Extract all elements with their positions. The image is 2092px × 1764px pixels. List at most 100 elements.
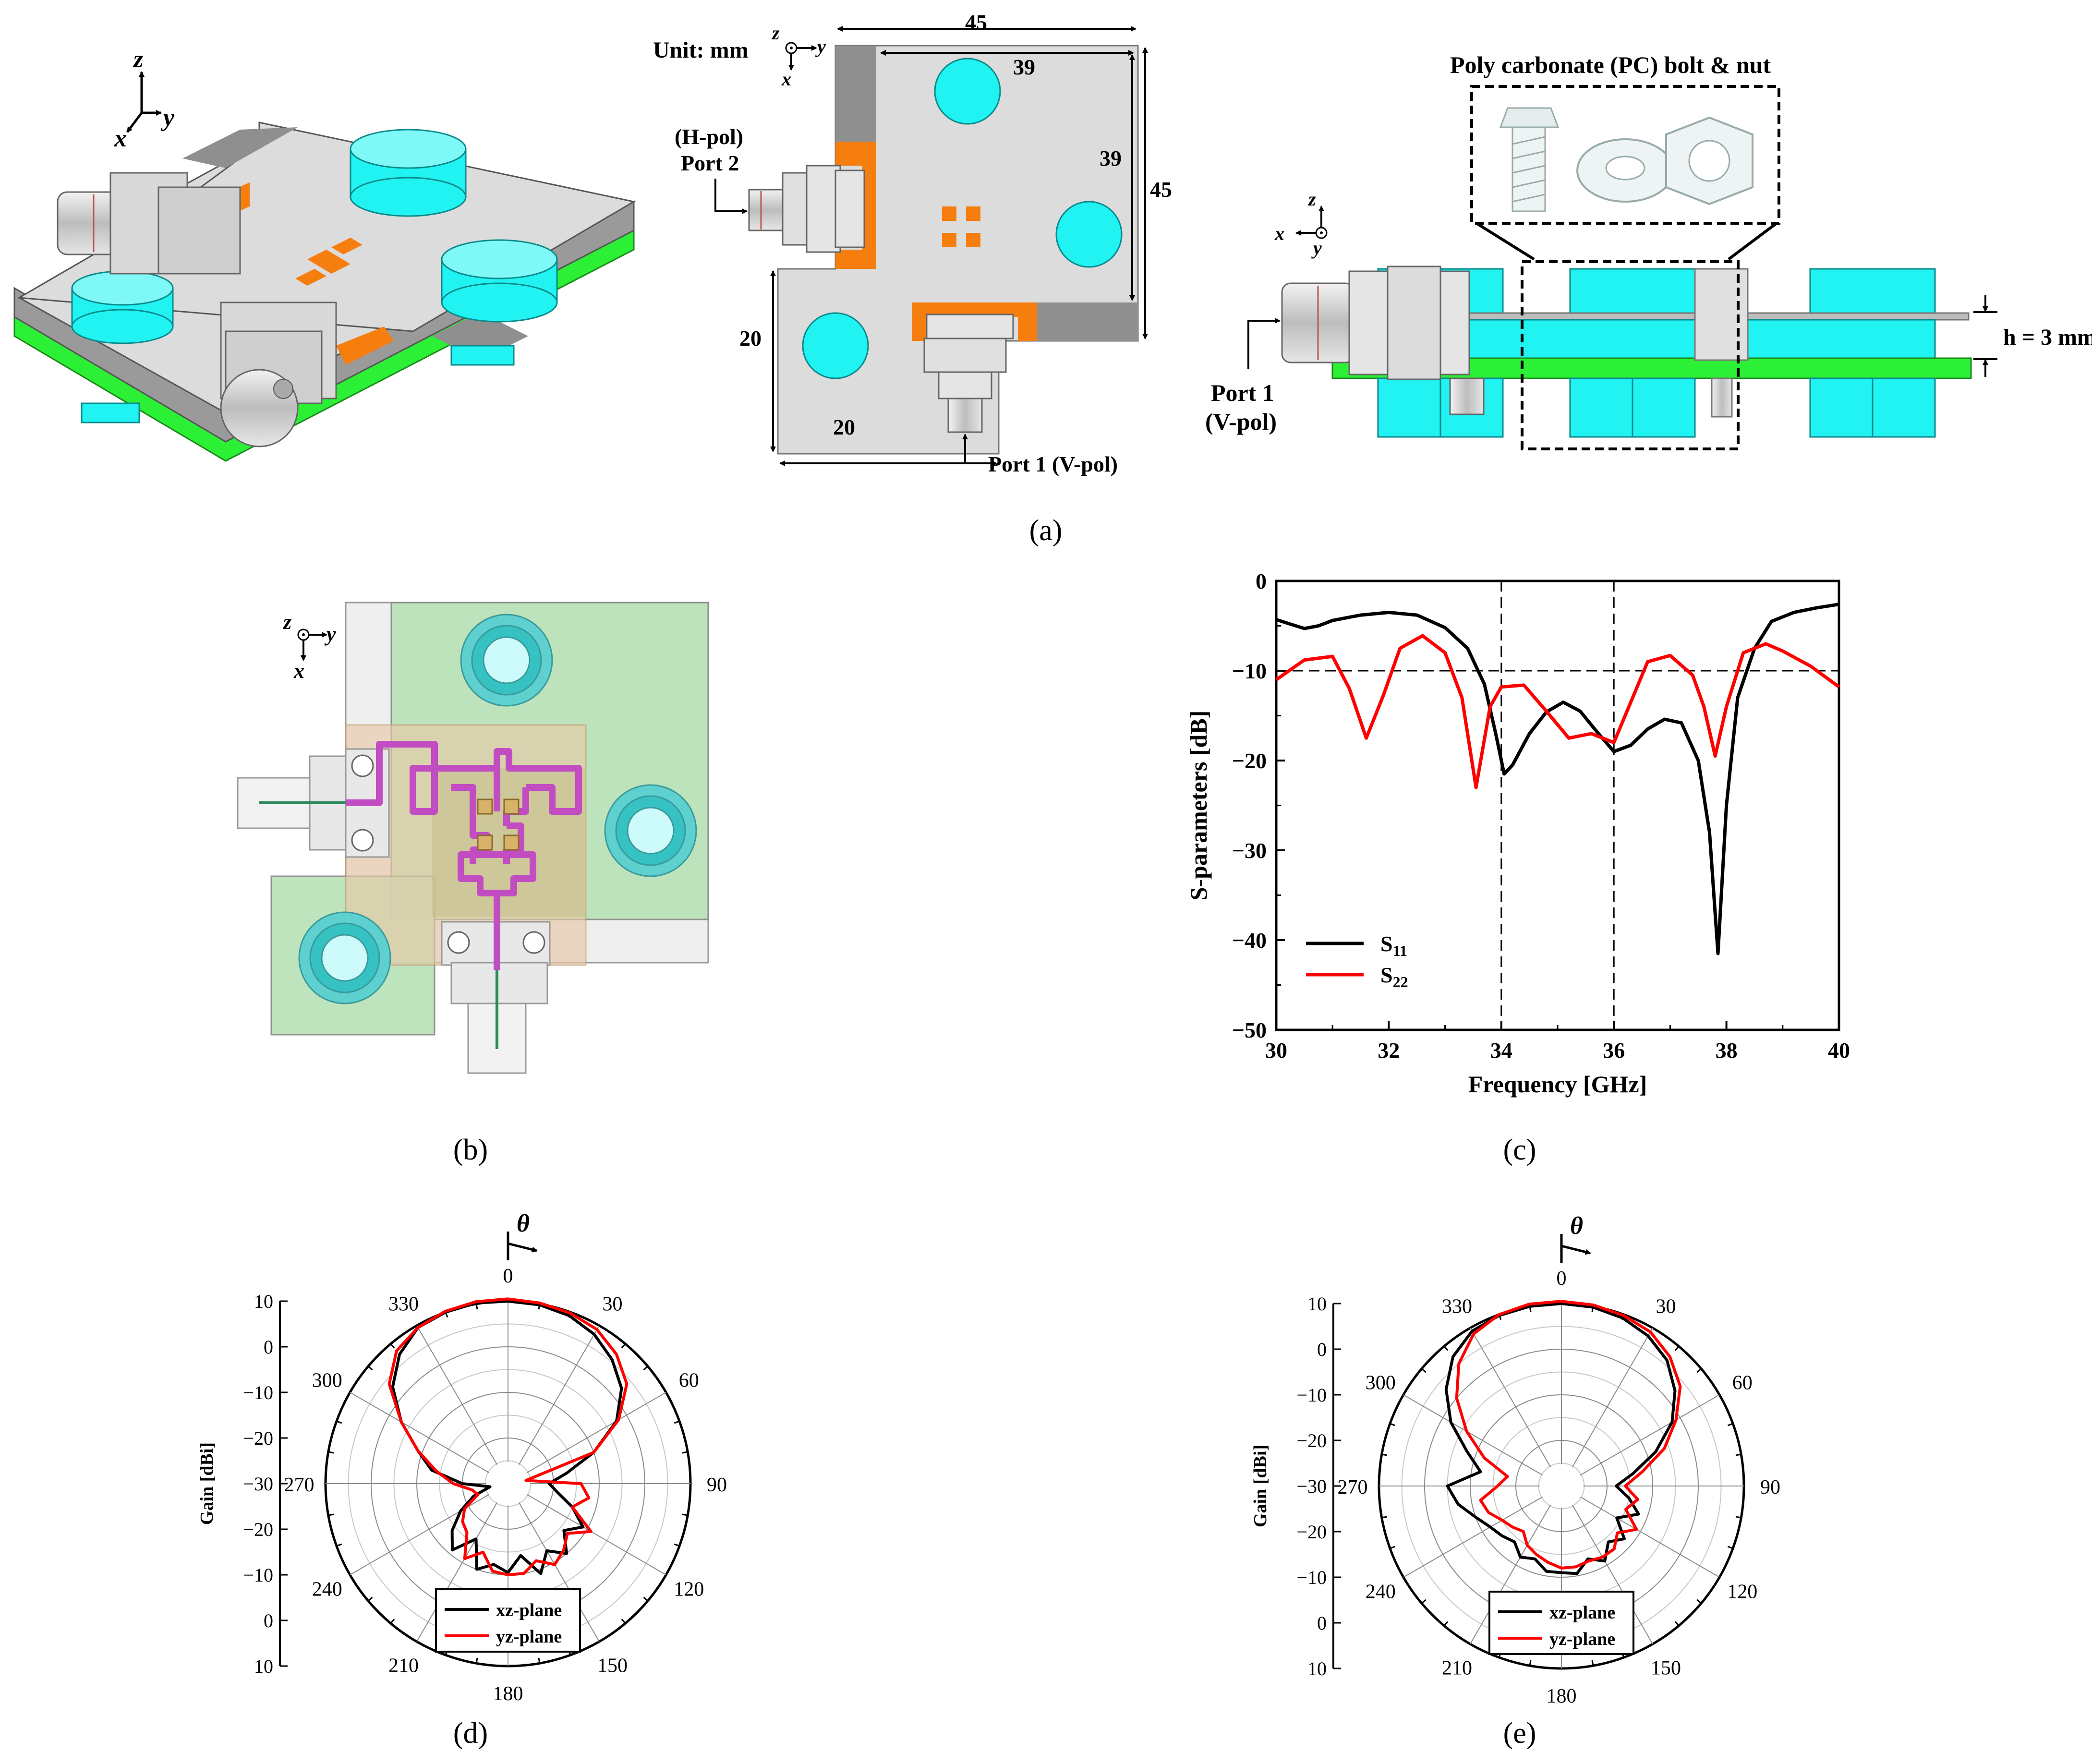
polar-spoke bbox=[1403, 1496, 1543, 1578]
axis-y-label: y bbox=[815, 36, 826, 57]
legend-label: S22 bbox=[1380, 963, 1408, 991]
radial-tick-label: 10 bbox=[254, 1655, 273, 1677]
caption-b: (b) bbox=[453, 1134, 488, 1166]
dimensions-top bbox=[770, 26, 1148, 466]
polar-minor-tick bbox=[1735, 1453, 1741, 1456]
angle-label: 210 bbox=[1442, 1657, 1472, 1679]
pc-bolt bbox=[1499, 107, 1560, 212]
patch-array-top bbox=[942, 206, 980, 247]
polar-spoke bbox=[518, 1325, 600, 1465]
axis-y-label: y bbox=[1311, 237, 1322, 259]
axis-y-label: y bbox=[324, 622, 336, 646]
connector-port2-iso bbox=[57, 172, 241, 275]
axis-triad-side: z x y bbox=[1274, 188, 1328, 259]
angle-label: 180 bbox=[1547, 1685, 1577, 1707]
hpol-label-2: Port 2 bbox=[681, 151, 739, 175]
inset-leader-left bbox=[1475, 222, 1535, 261]
axis-z-label: z bbox=[771, 22, 780, 44]
polar-minor-tick bbox=[1674, 1621, 1680, 1627]
polar-legend-label: xz-plane bbox=[496, 1600, 562, 1620]
bolt-title: Poly carbonate (PC) bolt & nut bbox=[1450, 51, 1771, 78]
polar-minor-tick bbox=[538, 1657, 541, 1664]
polar-chart-d: 0306090120150180210240270300330100−10−20… bbox=[197, 1210, 727, 1705]
polar-y-label: Gain [dBi] bbox=[197, 1442, 217, 1525]
angle-label: 30 bbox=[603, 1293, 623, 1315]
angle-label: 300 bbox=[1366, 1372, 1396, 1394]
angle-label: 240 bbox=[312, 1579, 342, 1601]
dim-39-right: 39 bbox=[1100, 146, 1122, 170]
x-tick-label: 30 bbox=[1265, 1038, 1287, 1063]
axis-triad-layout: z y x bbox=[282, 610, 336, 683]
polar-minor-tick bbox=[1443, 1345, 1449, 1351]
dim-39-top: 39 bbox=[1013, 55, 1035, 79]
caption-c: (c) bbox=[1503, 1134, 1536, 1166]
axis-x-label: x bbox=[781, 68, 791, 90]
polar-series-yz-plane bbox=[387, 1297, 629, 1576]
layout-view: z y x bbox=[237, 602, 709, 1074]
polar-chart-e: 0306090120150180210240270300330100−10−20… bbox=[1250, 1212, 1780, 1707]
polar-minor-tick bbox=[1674, 1345, 1680, 1351]
polar-minor-tick bbox=[674, 1420, 680, 1424]
polar-minor-tick bbox=[367, 1596, 373, 1602]
polar-minor-tick bbox=[682, 1513, 688, 1516]
radial-tick-label: −30 bbox=[1296, 1475, 1327, 1497]
polar-legend-label: xz-plane bbox=[1549, 1603, 1615, 1623]
angle-label: 210 bbox=[388, 1655, 419, 1677]
inset-leader-right bbox=[1728, 222, 1778, 261]
vpol-port-label: Port 1 (V-pol) bbox=[988, 452, 1118, 476]
side-port-label-1: Port 1 bbox=[1211, 379, 1274, 406]
polar-minor-tick bbox=[1696, 1368, 1702, 1373]
polar-minor-tick bbox=[1381, 1516, 1388, 1519]
dim-45-right: 45 bbox=[1150, 177, 1172, 202]
polar-minor-tick bbox=[367, 1365, 373, 1371]
angle-label: 90 bbox=[707, 1474, 727, 1496]
angle-label: 300 bbox=[312, 1370, 342, 1392]
angle-label: 90 bbox=[1760, 1476, 1780, 1498]
polar-grid-ring bbox=[484, 1460, 532, 1507]
axis-triad-iso: z y x bbox=[114, 46, 175, 152]
theta-indicator-arrow bbox=[508, 1242, 538, 1253]
x-tick-label: 36 bbox=[1603, 1038, 1625, 1063]
axis-triad-top: z y x bbox=[771, 22, 826, 90]
side-bolt-tail bbox=[1711, 377, 1733, 418]
polar-spoke bbox=[526, 1494, 666, 1575]
legend-label-sub: 11 bbox=[1393, 942, 1407, 959]
radial-tick-label: 10 bbox=[1307, 1293, 1327, 1315]
polar-spoke bbox=[416, 1502, 498, 1642]
polar-minor-tick bbox=[1735, 1516, 1741, 1519]
angle-label: 30 bbox=[1656, 1295, 1676, 1317]
polar-minor-tick bbox=[674, 1543, 680, 1547]
connector-port1-iso bbox=[220, 302, 337, 447]
radial-tick-label: −10 bbox=[1296, 1384, 1327, 1406]
legend-label: S11 bbox=[1380, 931, 1407, 959]
polar-legend-label: yz-plane bbox=[496, 1627, 562, 1647]
polar-minor-tick bbox=[475, 1657, 478, 1664]
polar-minor-tick bbox=[1421, 1599, 1427, 1604]
cyan-cylinder-2 bbox=[441, 239, 558, 323]
dark-strip-top bbox=[835, 46, 876, 142]
radial-tick-label: −10 bbox=[243, 1382, 273, 1403]
polar-legend-label: yz-plane bbox=[1549, 1629, 1615, 1649]
angle-label: 120 bbox=[1727, 1581, 1757, 1603]
angle-label: 270 bbox=[284, 1474, 314, 1496]
caption-a: (a) bbox=[1029, 514, 1063, 547]
polar-spoke bbox=[1572, 1328, 1653, 1468]
y-tick-label: −10 bbox=[1232, 659, 1267, 683]
polar-minor-tick bbox=[1381, 1453, 1388, 1456]
polar-minor-tick bbox=[643, 1365, 649, 1371]
polar-spoke bbox=[1470, 1328, 1551, 1468]
polar-spoke bbox=[1403, 1394, 1543, 1476]
theta-indicator-arrow bbox=[1561, 1244, 1591, 1255]
side-port-label-2: (V-pol) bbox=[1205, 408, 1277, 435]
side-bolt bbox=[1694, 268, 1749, 361]
dim-20-bottom: 20 bbox=[833, 415, 855, 439]
iso-view: z y x bbox=[13, 46, 636, 462]
radial-tick-label: −20 bbox=[1296, 1430, 1327, 1451]
angle-label: 270 bbox=[1338, 1476, 1368, 1498]
axis-y-label: y bbox=[160, 104, 175, 132]
dim-20-left: 20 bbox=[739, 326, 762, 350]
y-tick-label: −30 bbox=[1232, 838, 1267, 863]
radial-tick-label: 10 bbox=[254, 1291, 273, 1312]
